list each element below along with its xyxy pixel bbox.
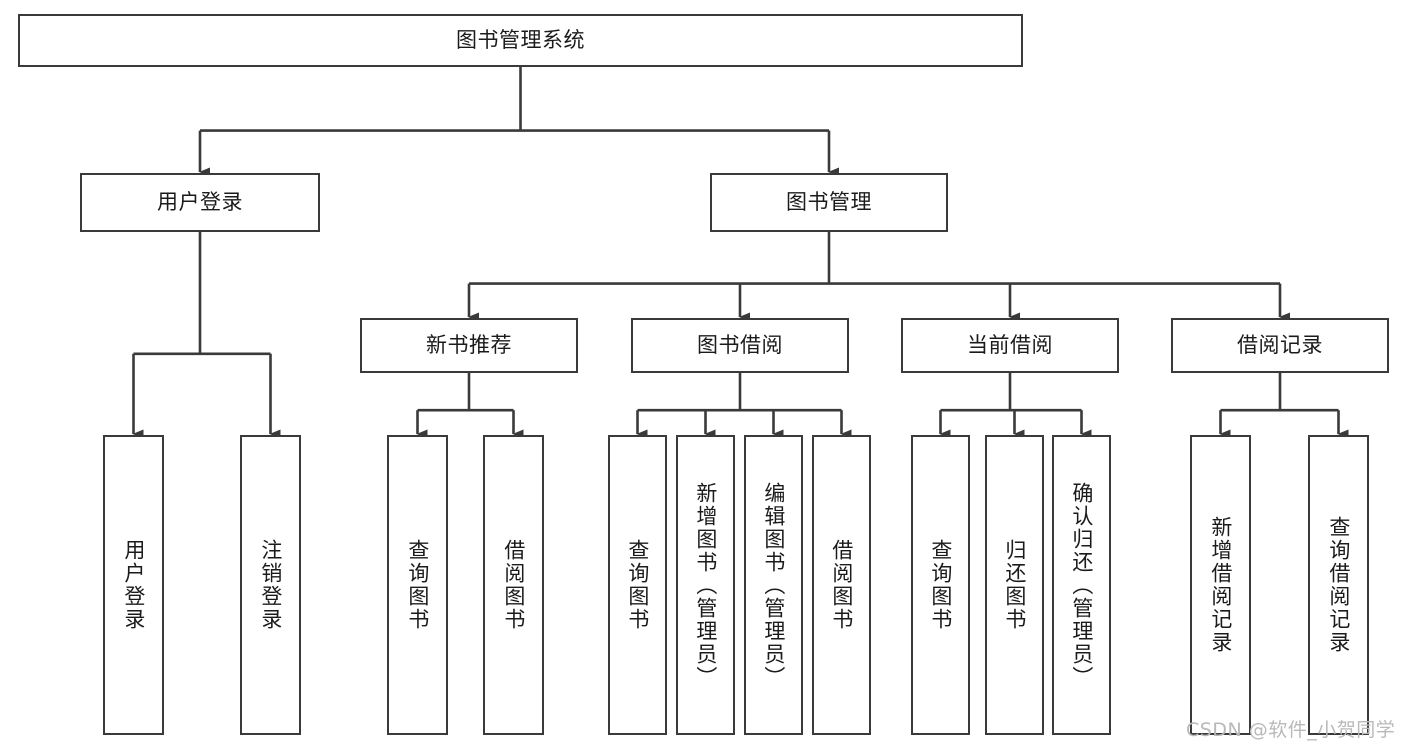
node-leaf-user-logout[interactable]: 注销登录 — [240, 435, 301, 735]
node-leaf-return-book-label: 归还图书 — [1002, 539, 1027, 631]
watermark-text: CSDN @软件_小贺同学 — [1186, 719, 1396, 741]
node-leaf-return-book[interactable]: 归还图书 — [985, 435, 1044, 735]
node-book-manage-label: 图书管理 — [786, 190, 872, 215]
node-new-book-recommend-label: 新书推荐 — [426, 333, 512, 358]
node-book-borrow-label: 图书借阅 — [697, 333, 783, 358]
node-leaf-edit-book-admin[interactable]: 编辑图书（管理员） — [744, 435, 803, 735]
node-leaf-confirm-return-label: 确认归还（管理员） — [1069, 481, 1094, 689]
node-current-borrow[interactable]: 当前借阅 — [901, 318, 1119, 373]
node-user-login-label: 用户登录 — [157, 190, 243, 215]
node-leaf-add-book-admin[interactable]: 新增图书（管理员） — [676, 435, 735, 735]
node-leaf-borrow-book-2-label: 借阅图书 — [829, 539, 854, 631]
node-current-borrow-label: 当前借阅 — [967, 333, 1053, 358]
node-leaf-borrow-book-2[interactable]: 借阅图书 — [812, 435, 871, 735]
node-leaf-query-record-label: 查询借阅记录 — [1326, 516, 1351, 654]
node-leaf-user-login-label: 用户登录 — [121, 539, 146, 631]
node-leaf-add-record[interactable]: 新增借阅记录 — [1190, 435, 1251, 735]
node-leaf-query-book-1-label: 查询图书 — [405, 539, 430, 631]
node-new-book-recommend[interactable]: 新书推荐 — [360, 318, 578, 373]
node-borrow-record-label: 借阅记录 — [1237, 333, 1323, 358]
node-leaf-query-book-3-label: 查询图书 — [928, 539, 953, 631]
node-leaf-confirm-return[interactable]: 确认归还（管理员） — [1052, 435, 1111, 735]
node-leaf-user-logout-label: 注销登录 — [258, 539, 283, 631]
node-leaf-add-book-admin-label: 新增图书（管理员） — [693, 481, 718, 689]
node-leaf-query-book-1[interactable]: 查询图书 — [387, 435, 448, 735]
node-leaf-add-record-label: 新增借阅记录 — [1208, 516, 1233, 654]
node-leaf-borrow-book-1[interactable]: 借阅图书 — [483, 435, 544, 735]
node-leaf-edit-book-admin-label: 编辑图书（管理员） — [761, 481, 786, 689]
node-leaf-query-book-3[interactable]: 查询图书 — [911, 435, 970, 735]
node-book-manage[interactable]: 图书管理 — [710, 173, 948, 232]
node-leaf-query-book-2-label: 查询图书 — [625, 539, 650, 631]
node-leaf-query-record[interactable]: 查询借阅记录 — [1308, 435, 1369, 735]
node-borrow-record[interactable]: 借阅记录 — [1171, 318, 1389, 373]
node-root-label: 图书管理系统 — [456, 28, 585, 53]
node-root[interactable]: 图书管理系统 — [18, 14, 1023, 67]
node-leaf-borrow-book-1-label: 借阅图书 — [501, 539, 526, 631]
node-leaf-user-login[interactable]: 用户登录 — [103, 435, 164, 735]
node-user-login[interactable]: 用户登录 — [80, 173, 320, 232]
node-book-borrow[interactable]: 图书借阅 — [631, 318, 849, 373]
node-leaf-query-book-2[interactable]: 查询图书 — [608, 435, 667, 735]
